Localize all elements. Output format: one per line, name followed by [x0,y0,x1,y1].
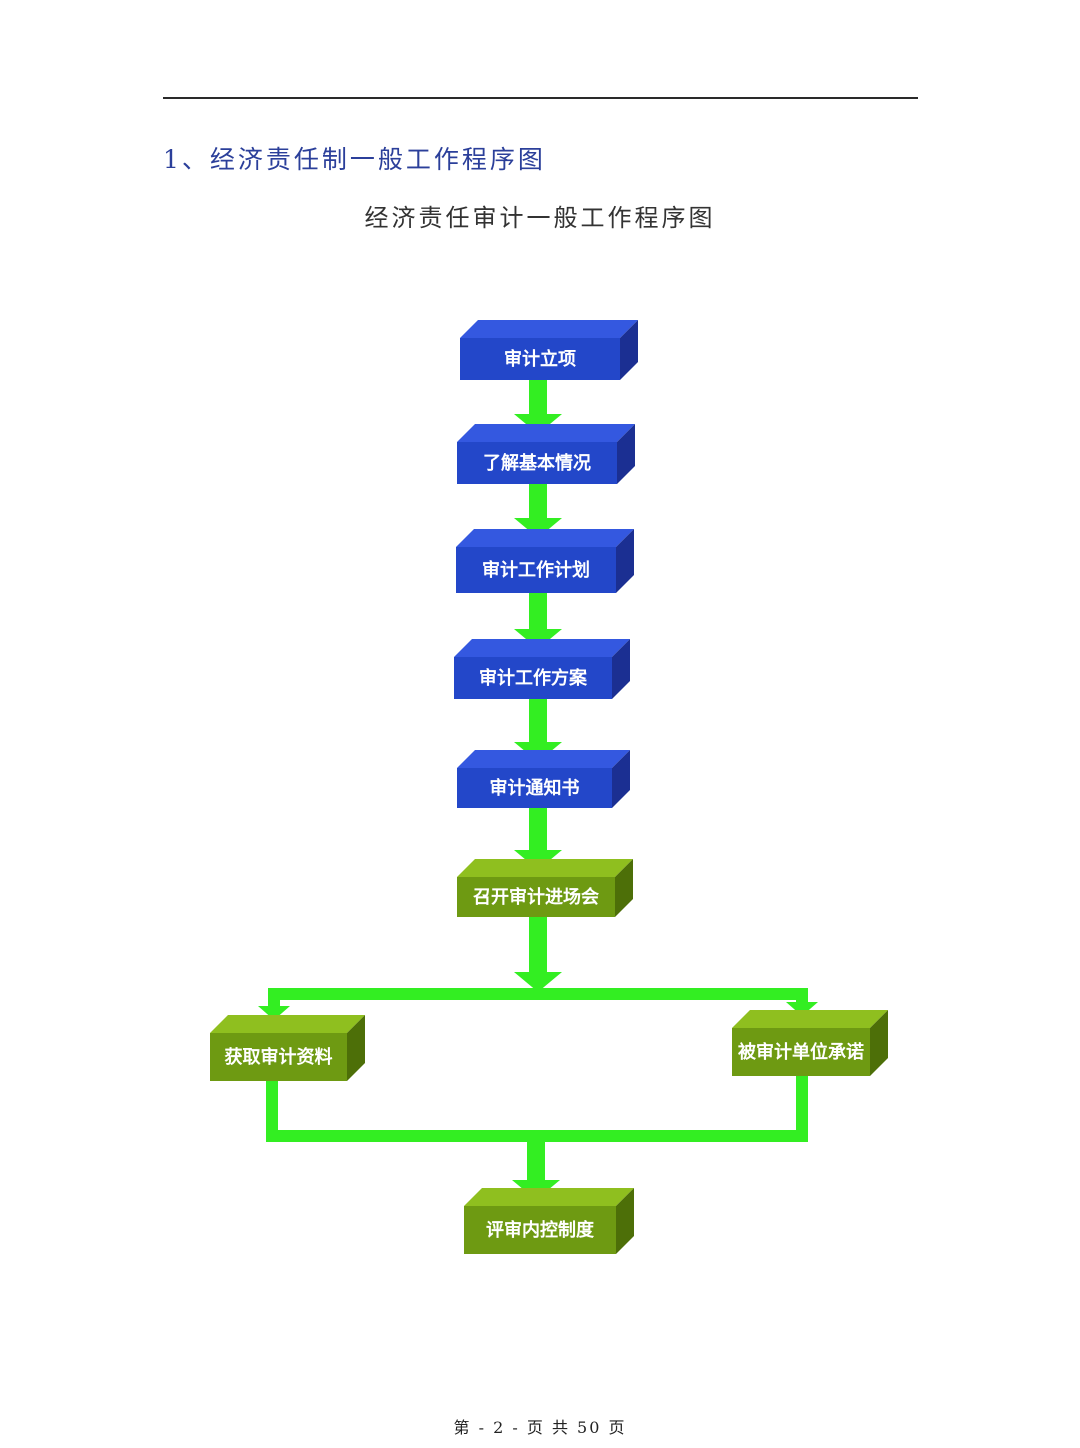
node-label: 审计通知书 [490,777,580,799]
node-side-face [615,859,633,917]
node-top-face [732,1010,888,1028]
flow-node-n1: 审计立项 [460,320,638,380]
node-side-face [620,320,638,380]
node-top-face [457,859,633,877]
node-side-face [617,424,635,484]
node-side-face [347,1015,365,1081]
node-label: 召开审计进场会 [473,886,599,908]
node-top-face [457,424,635,442]
node-top-face [454,639,630,657]
branch-merge [266,1076,808,1142]
node-top-face [457,750,630,768]
node-side-face [612,750,630,808]
node-front-face [732,1028,870,1076]
node-side-face [616,1188,634,1254]
node-label: 审计工作方案 [479,667,588,689]
node-label: 被审计单位承诺 [738,1041,864,1063]
node-label: 了解基本情况 [483,452,591,474]
section-heading: 1、经济责任制一般工作程序图 [163,145,546,174]
node-top-face [464,1188,634,1206]
flow-node-n4: 审计工作方案 [454,639,630,699]
arrow-n6-branch [514,917,562,992]
node-front-face [457,877,615,917]
branch-split [258,988,818,1020]
node-side-face [612,639,630,699]
node-top-face [460,320,638,338]
node-label: 审计工作计划 [482,559,590,581]
node-label: 审计立项 [504,348,576,370]
flow-node-n7: 获取审计资料 [210,1015,365,1081]
arrow-n2-n3 [514,484,562,538]
node-front-face [457,442,617,484]
node-front-face [457,768,612,808]
node-front-face [210,1033,347,1081]
top-divider [163,97,918,99]
node-top-face [210,1015,365,1033]
flow-node-n8: 被审计单位承诺 [732,1010,888,1076]
flow-node-n6: 召开审计进场会 [457,859,633,917]
node-top-face [456,529,634,547]
node-side-face [870,1010,888,1076]
nodes: 审计立项了解基本情况审计工作计划审计工作方案审计通知书召开审计进场会获取审计资料… [210,320,888,1254]
node-label: 获取审计资料 [225,1046,333,1068]
flow-node-n3: 审计工作计划 [456,529,634,593]
diagram-title: 经济责任审计一般工作程序图 [364,204,716,232]
flow-node-n9: 评审内控制度 [464,1188,634,1254]
flow-node-n2: 了解基本情况 [457,424,635,484]
node-front-face [464,1206,616,1254]
node-side-face [616,529,634,593]
node-front-face [454,657,612,699]
page-footer: 第 - 2 - 页 共 50 页 [453,1418,627,1437]
node-front-face [460,338,620,380]
node-front-face [456,547,616,593]
node-label: 评审内控制度 [486,1219,595,1241]
flow-node-n5: 审计通知书 [457,750,630,808]
